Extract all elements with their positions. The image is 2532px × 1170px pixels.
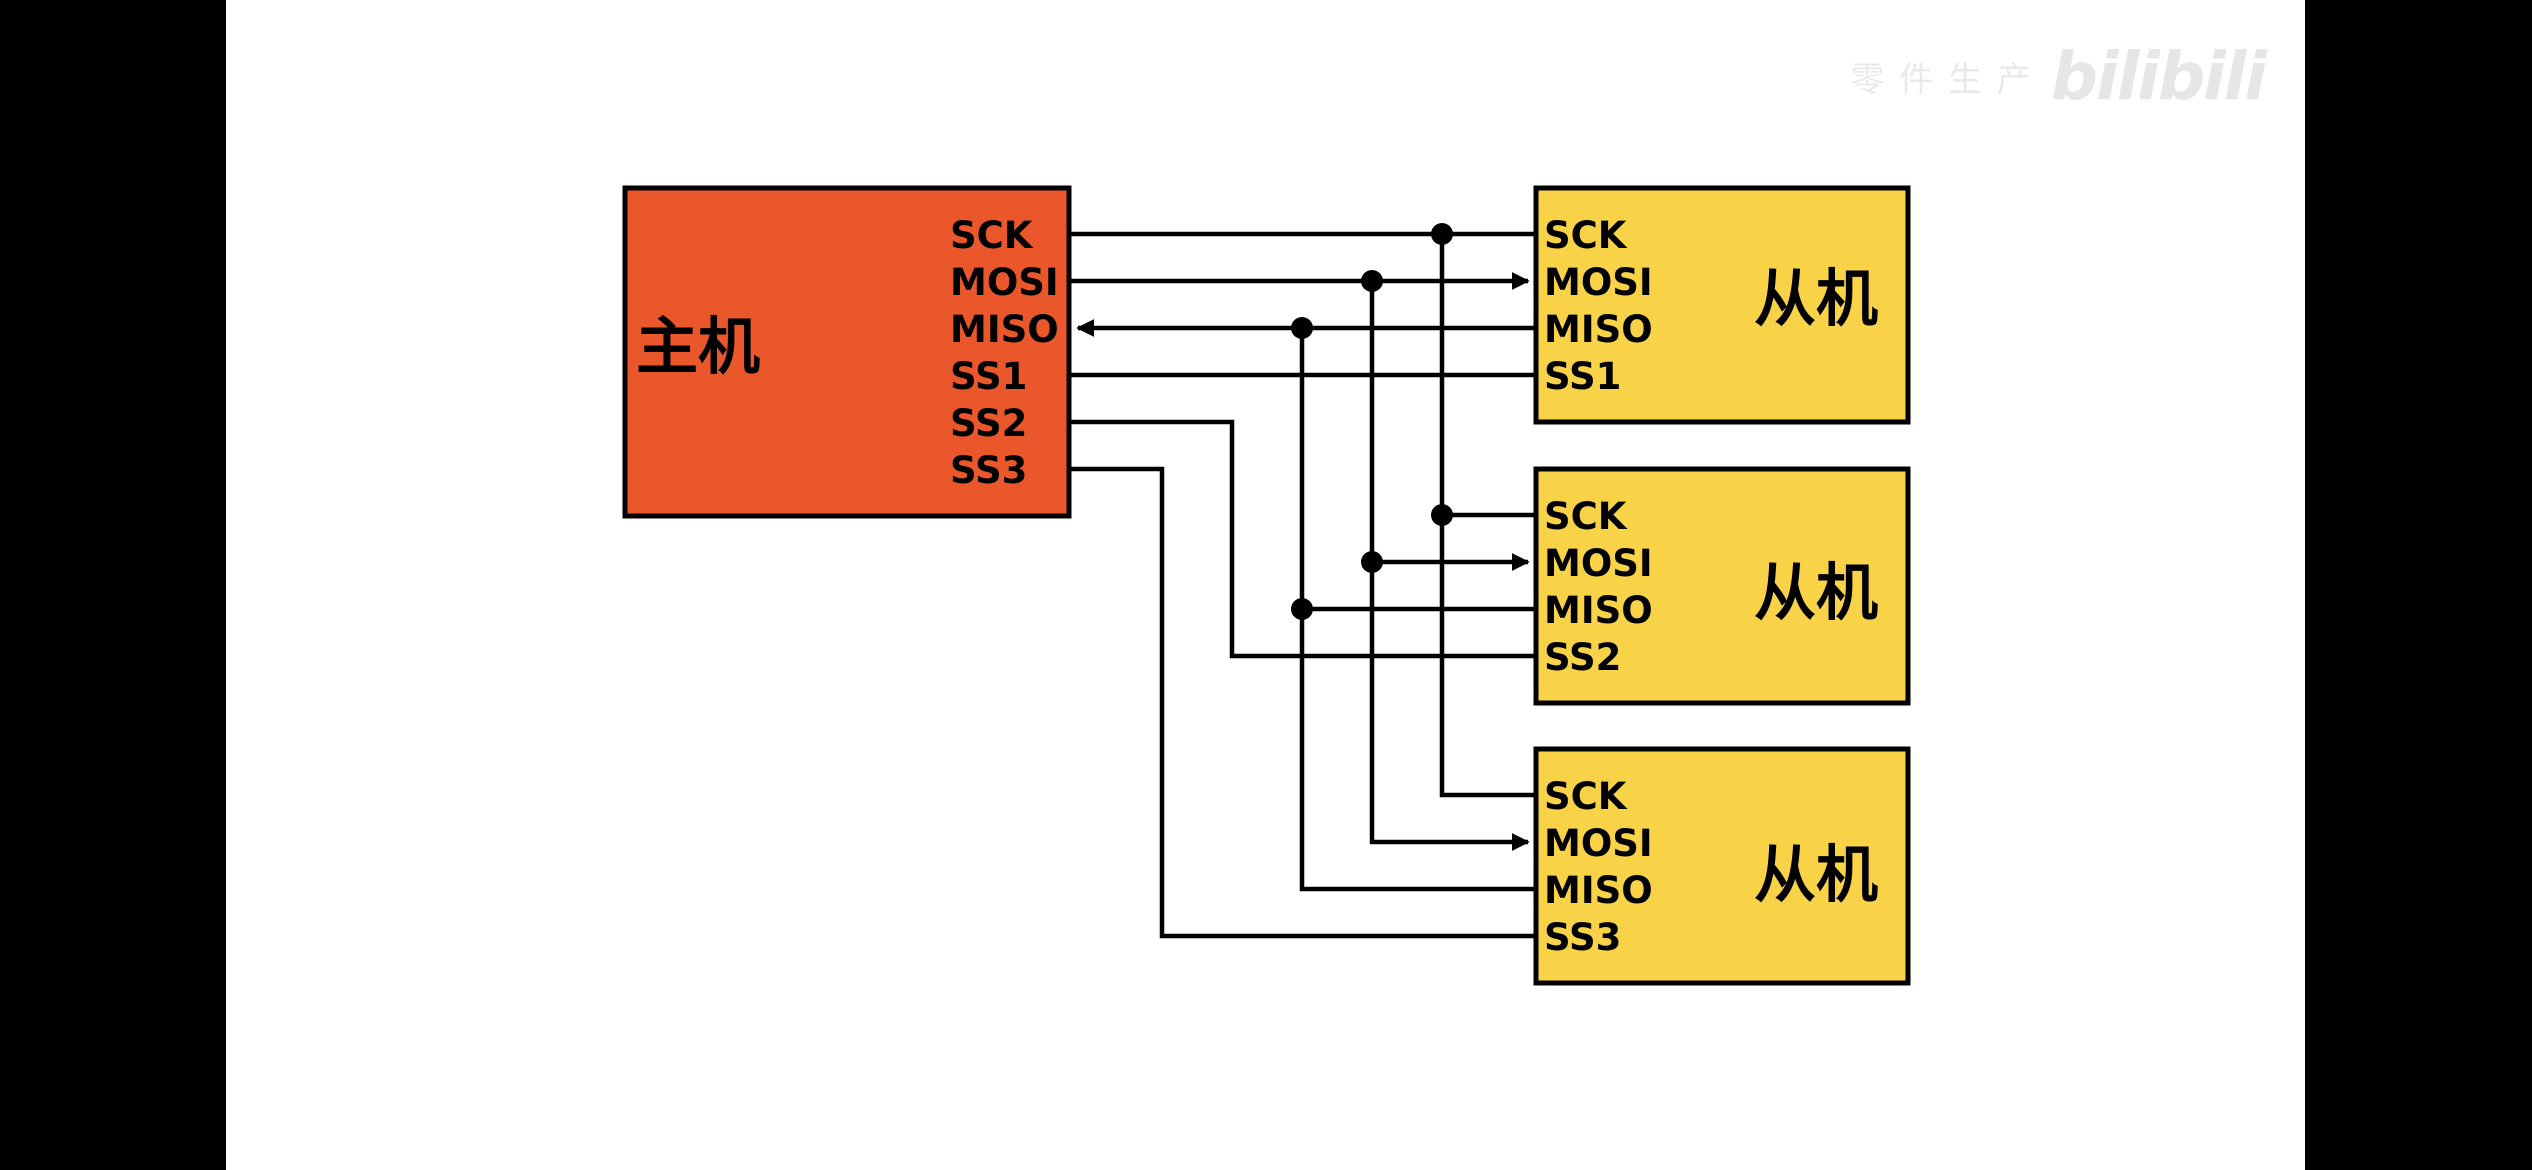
slave-block-3: SCK MOSI MISO SS3 从机: [1533, 746, 1911, 986]
mosi-junction-1: [1361, 270, 1383, 292]
slave-block-1: SCK MOSI MISO SS1 从机: [1533, 185, 1911, 425]
slave-1-pin-ss: SS1: [1544, 355, 1621, 398]
sck-trunk: [1439, 234, 1536, 798]
slave-3-pin-mosi: MOSI: [1544, 822, 1653, 865]
slave-2-pin-miso: MISO: [1544, 589, 1653, 632]
master-pin-miso: MISO: [950, 308, 1059, 351]
master-pin-ss2: SS2: [950, 402, 1027, 445]
miso-junction-2: [1291, 598, 1313, 620]
master-pin-ss3: SS3: [950, 449, 1027, 492]
slave-1-pin-sck: SCK: [1544, 214, 1628, 257]
bus-wires: [1070, 231, 1536, 939]
slave-2-pin-sck: SCK: [1544, 495, 1628, 538]
master-pin-mosi: MOSI: [950, 261, 1059, 304]
sck-junction-1: [1431, 223, 1453, 245]
master-label: 主机: [636, 310, 760, 383]
mosi-junction-2: [1361, 551, 1383, 573]
master-pin-ss1: SS1: [950, 355, 1027, 398]
miso-trunk: [1299, 328, 1536, 892]
slave-3-box: [1533, 746, 1911, 986]
ss2-wire: [1070, 419, 1536, 659]
slave-3-pin-miso: MISO: [1544, 869, 1653, 912]
slave-1-box: [1533, 185, 1911, 425]
slave-block-2: SCK MOSI MISO SS2 从机: [1533, 466, 1911, 706]
ss3-wire: [1070, 466, 1536, 939]
slave-1-pin-miso: MISO: [1544, 308, 1653, 351]
bilibili-logo: bilibili: [2050, 38, 2267, 115]
slave-2-pin-ss: SS2: [1544, 636, 1621, 679]
watermark-username: 零 件 生 产: [1850, 60, 2033, 100]
miso-junction-1: [1291, 317, 1313, 339]
master-block: 主机 SCK MOSI MISO SS1 SS2 SS3: [622, 185, 1072, 519]
master-pin-sck: SCK: [950, 214, 1034, 257]
slave-3-pin-sck: SCK: [1544, 775, 1628, 818]
slave-2-pin-mosi: MOSI: [1544, 542, 1653, 585]
slide-canvas: 主机 SCK MOSI MISO SS1 SS2 SS3 SCK MOSI MI…: [226, 0, 2305, 1170]
junction-dots: [1291, 223, 1453, 620]
slave-1-label: 从机: [1754, 262, 1878, 335]
spi-bus-diagram: 主机 SCK MOSI MISO SS1 SS2 SS3 SCK MOSI MI…: [622, 185, 1911, 986]
mosi-trunk: [1369, 281, 1530, 851]
sck-junction-2: [1431, 504, 1453, 526]
slave-2-box: [1533, 466, 1911, 706]
slave-3-label: 从机: [1754, 838, 1878, 911]
slave-1-pin-mosi: MOSI: [1544, 261, 1653, 304]
master-box: [622, 185, 1072, 519]
slave-2-label: 从机: [1754, 556, 1878, 629]
bilibili-watermark: 零 件 生 产 bilibili: [1850, 38, 2267, 115]
slave-3-pin-ss: SS3: [1544, 916, 1621, 959]
